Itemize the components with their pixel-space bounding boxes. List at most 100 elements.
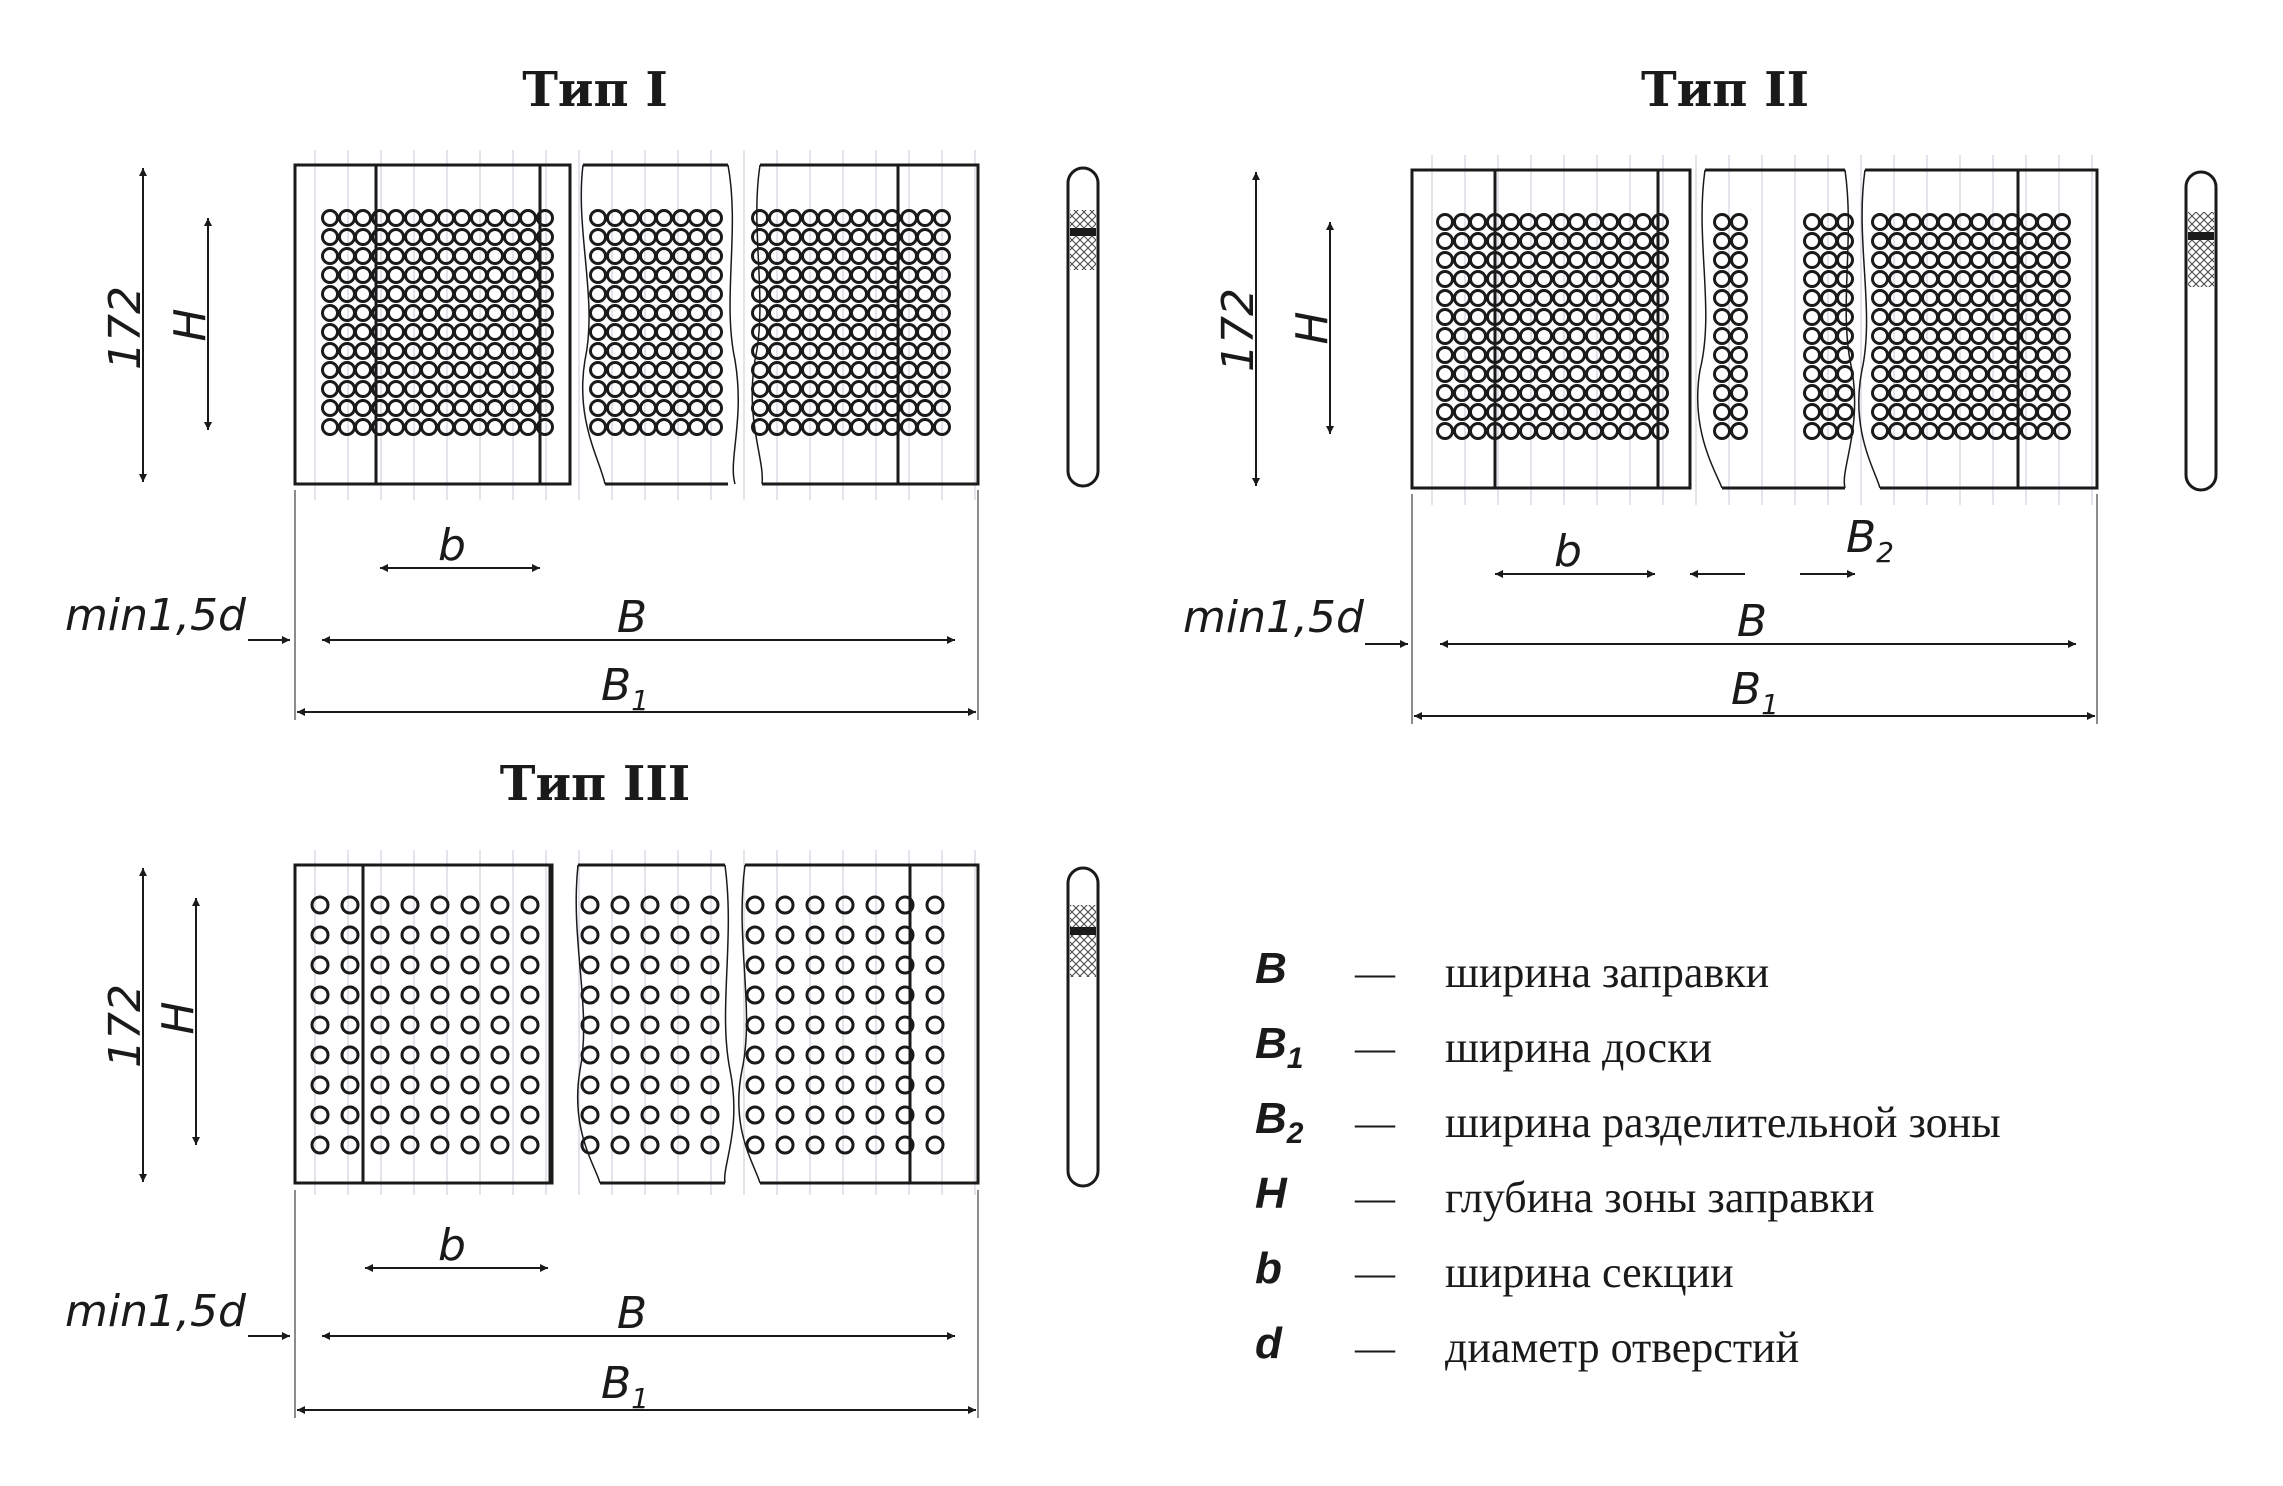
hole xyxy=(745,1045,765,1065)
hole xyxy=(2036,327,2054,345)
hole xyxy=(817,399,835,417)
panel-title: Тип II xyxy=(1641,62,1809,118)
legend-item: b — ширина секции xyxy=(1255,1235,2255,1310)
hole xyxy=(775,1015,795,1035)
hole xyxy=(453,304,471,322)
hole xyxy=(883,285,901,303)
hole xyxy=(1820,346,1838,364)
hole xyxy=(1618,251,1636,269)
hole xyxy=(916,285,934,303)
hole xyxy=(1568,232,1586,250)
hole xyxy=(775,895,795,915)
hole xyxy=(503,323,521,341)
hole xyxy=(1954,422,1972,440)
hole xyxy=(2036,384,2054,402)
hole xyxy=(2053,346,2071,364)
hole xyxy=(688,361,706,379)
hole xyxy=(1601,384,1619,402)
hole xyxy=(580,1015,600,1035)
hole xyxy=(370,1045,390,1065)
hole xyxy=(1535,289,1553,307)
hole-grid xyxy=(321,209,951,436)
hole xyxy=(850,285,868,303)
hole xyxy=(916,418,934,436)
hole xyxy=(688,399,706,417)
hole xyxy=(420,380,438,398)
hole xyxy=(486,361,504,379)
hole xyxy=(437,399,455,417)
hole xyxy=(865,1105,885,1125)
hole xyxy=(536,380,554,398)
hole xyxy=(1937,327,1955,345)
hole xyxy=(453,342,471,360)
hole xyxy=(1568,384,1586,402)
hole xyxy=(1987,232,2005,250)
hole xyxy=(1568,289,1586,307)
hole xyxy=(470,342,488,360)
hole xyxy=(784,323,802,341)
hole xyxy=(1730,289,1748,307)
hole xyxy=(519,342,537,360)
hole xyxy=(1730,403,1748,421)
hole xyxy=(655,342,673,360)
hole xyxy=(895,985,915,1005)
hole xyxy=(490,1045,510,1065)
hole xyxy=(775,985,795,1005)
hole xyxy=(745,895,765,915)
hole xyxy=(310,895,330,915)
hole xyxy=(340,1075,360,1095)
hole xyxy=(670,925,690,945)
hole xyxy=(1954,213,1972,231)
hole xyxy=(1987,327,2005,345)
hole xyxy=(883,418,901,436)
hole xyxy=(1651,403,1669,421)
hole xyxy=(453,228,471,246)
hole xyxy=(1552,232,1570,250)
hole xyxy=(688,209,706,227)
hole xyxy=(751,209,769,227)
hole xyxy=(1888,213,1906,231)
hole xyxy=(835,1075,855,1095)
hole xyxy=(1937,270,1955,288)
hole xyxy=(1651,384,1669,402)
hole xyxy=(460,1105,480,1125)
hole xyxy=(470,266,488,284)
hole xyxy=(925,1045,945,1065)
hole xyxy=(895,955,915,975)
hole xyxy=(589,380,607,398)
hole xyxy=(751,247,769,265)
hole xyxy=(622,228,640,246)
hole xyxy=(705,285,723,303)
hole xyxy=(916,380,934,398)
hole xyxy=(1904,308,1922,326)
hole xyxy=(1568,422,1586,440)
hole xyxy=(1904,232,1922,250)
hole xyxy=(1502,384,1520,402)
hole xyxy=(1713,213,1731,231)
hole xyxy=(490,1105,510,1125)
hole xyxy=(1888,308,1906,326)
hole xyxy=(486,323,504,341)
hole xyxy=(1634,232,1652,250)
hole xyxy=(520,1015,540,1035)
hole xyxy=(1904,251,1922,269)
hole xyxy=(883,361,901,379)
hole xyxy=(1535,365,1553,383)
hole xyxy=(404,304,422,322)
dim-margin-label: min1,5d xyxy=(1183,592,1365,643)
hole xyxy=(2020,270,2038,288)
hole xyxy=(460,925,480,945)
hole xyxy=(1713,251,1731,269)
hole xyxy=(1954,308,1972,326)
hole xyxy=(1502,422,1520,440)
hole xyxy=(1469,270,1487,288)
hole xyxy=(2036,270,2054,288)
hole xyxy=(1568,365,1586,383)
hole xyxy=(925,895,945,915)
hole xyxy=(1820,308,1838,326)
hole xyxy=(1820,251,1838,269)
hole xyxy=(865,955,885,975)
hole xyxy=(1987,422,2005,440)
hole xyxy=(672,228,690,246)
hole xyxy=(1453,232,1471,250)
